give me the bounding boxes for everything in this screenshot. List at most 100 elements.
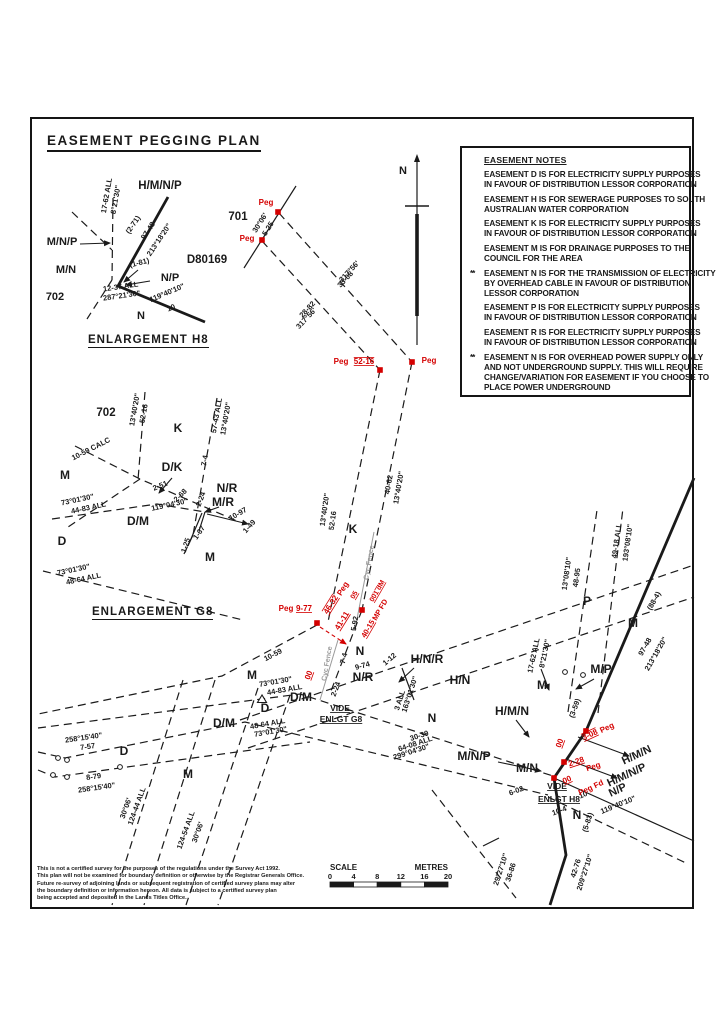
red-peg-label: Peg xyxy=(335,580,350,597)
note-line: IN FAVOUR OF DISTRIBUTION LESSOR CORPORA… xyxy=(484,338,697,348)
map-label: (1-81) xyxy=(129,256,151,270)
map-label: Cyc Fence xyxy=(363,545,376,581)
survey-line xyxy=(327,369,381,623)
red-peg-label: 46-32 xyxy=(322,593,341,616)
survey-line xyxy=(71,211,113,251)
scale-tick-label: 0 xyxy=(328,872,332,881)
note-line: EASEMENT N IS FOR THE TRANSMISSION OF EL… xyxy=(484,268,716,278)
note-line: IN FAVOUR OF DISTRIBUTION LESSOR CORPORA… xyxy=(484,313,697,323)
map-label: N/R xyxy=(353,670,374,684)
survey-line xyxy=(37,624,318,715)
scale-bar-segment xyxy=(376,881,402,888)
peg-marker xyxy=(275,209,281,215)
easement-note-item: **EASEMENT N IS FOR OVERHEAD POWER SUPPL… xyxy=(470,352,709,393)
survey-line xyxy=(278,212,413,363)
enlargement-g8-title: ENLARGEMENT G8 xyxy=(92,606,214,620)
map-label: 52-16 xyxy=(137,403,149,423)
survey-arrows-layer xyxy=(79,240,630,779)
note-bullet: ** xyxy=(470,352,475,362)
map-label: M xyxy=(537,678,547,692)
certification-disclaimer: This is not a certified survey for the p… xyxy=(37,866,307,902)
red-peg-label: 00 xyxy=(554,737,566,749)
survey-line xyxy=(67,478,141,528)
survey-line xyxy=(51,503,206,520)
scale-unit-label: METRES xyxy=(415,863,449,872)
easement-notes-list: EASEMENT D IS FOR ELECTRICITY SUPPLY PUR… xyxy=(470,170,716,393)
fence-line xyxy=(319,639,339,701)
note-text: EASEMENT K IS FOR ELECTRICITY SUPPLY PUR… xyxy=(484,219,701,239)
note-line: EASEMENT D IS FOR ELECTRICITY SUPPLY PUR… xyxy=(484,170,701,179)
pointer-arrow xyxy=(577,736,630,757)
red-peg-label: Peg xyxy=(279,604,294,613)
scale-bar-segment xyxy=(400,881,425,888)
disclaimer-line: This is not a certified survey for the p… xyxy=(37,866,280,872)
map-label: 7-4 xyxy=(338,651,350,665)
map-label: D xyxy=(58,534,67,548)
note-bullet xyxy=(470,195,484,215)
fence-line xyxy=(355,531,375,625)
disclaimer-line: the boundary definition or information h… xyxy=(37,887,277,894)
note-line: LESSOR CORPORATION xyxy=(484,288,579,298)
scale-tick-label: 12 xyxy=(397,872,405,881)
map-label: 9-74 xyxy=(354,659,372,672)
note-line: BY OVERHEAD CABLE IN FAVOUR OF DISTRIBUT… xyxy=(484,278,691,288)
map-label: 702 xyxy=(46,291,64,303)
red-peg-label: Peg xyxy=(334,357,349,366)
survey-line xyxy=(247,596,695,749)
pointer-arrow xyxy=(158,477,173,494)
map-label: M xyxy=(628,616,638,630)
page-title: EASEMENT PEGGING PLAN xyxy=(47,133,261,152)
map-label: 1-67 xyxy=(191,524,207,541)
note-bullet xyxy=(470,328,484,348)
scale-bar-segment xyxy=(329,881,355,888)
survey-line xyxy=(198,511,206,532)
disclaimer-line: This plan will not be examined for bound… xyxy=(37,873,304,880)
map-label: M xyxy=(60,468,70,482)
easement-notes-heading: EASEMENT NOTES xyxy=(484,155,567,165)
map-label: D xyxy=(261,701,270,715)
map-label: 7-57 xyxy=(80,741,96,752)
map-label: D/K xyxy=(162,460,183,474)
scale-tick-label: 16 xyxy=(420,872,428,881)
pointer-arrow xyxy=(398,667,415,683)
survey-line xyxy=(482,837,500,847)
map-label: D/M xyxy=(127,514,149,528)
map-label: 1-49 xyxy=(241,518,258,535)
map-label: 10 xyxy=(578,789,589,800)
map-label: 1-25 xyxy=(179,537,192,554)
survey-line xyxy=(330,609,363,692)
map-label: H/N xyxy=(450,673,471,687)
map-label: ENLGT H8 xyxy=(538,794,580,804)
map-label: 5-92 xyxy=(349,615,360,631)
map-label: (2-71) xyxy=(124,213,143,235)
peg-marker xyxy=(561,759,567,765)
map-label: M/N xyxy=(516,761,538,775)
disclaimer-line: being accepted and deposited in the Land… xyxy=(37,895,187,902)
peg-marker xyxy=(259,237,265,243)
map-label: 10 xyxy=(165,302,176,314)
peg-marker xyxy=(409,359,415,365)
peg-marker xyxy=(551,775,557,781)
survey-line xyxy=(567,509,598,713)
boundary-line-thick xyxy=(548,477,696,906)
peg-marker xyxy=(314,620,320,626)
map-label: 1-12 xyxy=(381,651,398,668)
red-peg-label: 00 xyxy=(561,774,573,786)
map-label: H/M/N xyxy=(495,704,529,718)
map-label: N xyxy=(137,310,145,322)
survey-line xyxy=(597,507,624,714)
map-label: 701 xyxy=(228,211,248,223)
easement-note-item: **EASEMENT N IS FOR THE TRANSMISSION OF … xyxy=(470,269,716,299)
map-label: M xyxy=(247,668,257,682)
red-peg-label: 00 xyxy=(303,669,315,681)
map-label: N/P xyxy=(161,272,179,284)
map-label: 10-59 CALC xyxy=(70,435,112,462)
survey-triangle-mark xyxy=(256,693,268,704)
map-label: 8-79 xyxy=(86,771,102,782)
note-text: EASEMENT R IS FOR ELECTRICITY SUPPLY PUR… xyxy=(484,328,701,348)
survey-line xyxy=(243,185,297,269)
note-line: EASEMENT H IS FOR SEWERAGE PURPOSES TO S… xyxy=(484,194,706,204)
north-label: N xyxy=(399,165,407,177)
